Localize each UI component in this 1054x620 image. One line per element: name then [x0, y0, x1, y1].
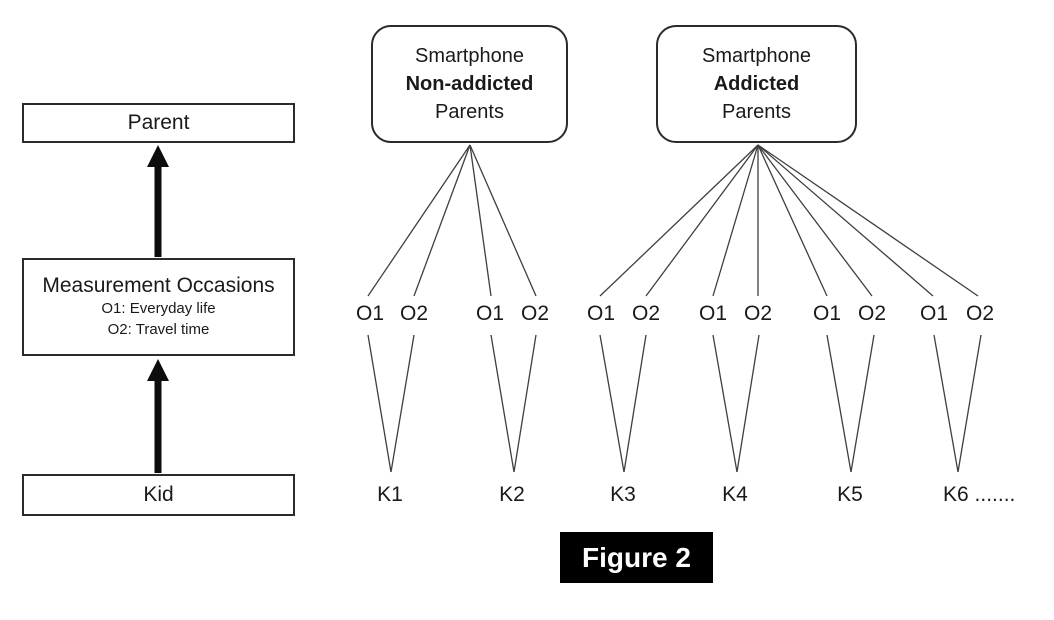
- occasion-label: O1: [698, 302, 728, 325]
- measurement-occasions-box: Measurement Occasions O1: Everyday life …: [22, 258, 295, 356]
- nonaddicted-parents-box: Smartphone Non-addicted Parents: [371, 25, 568, 143]
- addicted-parents-box: Smartphone Addicted Parents: [656, 25, 857, 143]
- kid-label: K3: [610, 483, 636, 506]
- group-line-emphasis: Addicted: [713, 73, 800, 95]
- kid-v-lines: [367, 334, 982, 473]
- occasion-label: O1: [919, 302, 949, 325]
- group-line-emphasis: Non-addicted: [405, 73, 534, 95]
- occasion-label: O2: [399, 302, 429, 325]
- nonaddicted-fan-lines: [367, 144, 537, 297]
- occasion-label: O2: [965, 302, 995, 325]
- occasion-label: O1: [475, 302, 505, 325]
- figure-caption-tag: Figure 2: [560, 532, 713, 583]
- kid-label: K1: [377, 483, 403, 506]
- measurement-occasions-title: Measurement Occasions: [42, 274, 275, 297]
- group-line: Parents: [435, 101, 504, 123]
- parent-box: Parent: [22, 103, 295, 143]
- kid-label: K2: [499, 483, 525, 506]
- occasion-label: O1: [812, 302, 842, 325]
- group-line: Smartphone: [415, 45, 524, 67]
- addicted-fan-lines: [599, 144, 979, 297]
- occasion-label: O2: [631, 302, 661, 325]
- group-line: Parents: [722, 101, 791, 123]
- occasion-label: O1: [586, 302, 616, 325]
- occasion-2-description: O2: Travel time: [107, 321, 210, 338]
- occasion-label: O2: [743, 302, 773, 325]
- kid-label: K4: [722, 483, 748, 506]
- occasion-1-description: O1: Everyday life: [101, 300, 216, 317]
- kid-label: K5: [837, 483, 863, 506]
- flow-arrows: [147, 145, 169, 473]
- figure-caption-label: Figure 2: [582, 541, 691, 573]
- occasion-label: O2: [857, 302, 887, 325]
- kid-box-label: Kid: [143, 483, 174, 506]
- occasion-label: O2: [520, 302, 550, 325]
- occasion-label: O1: [355, 302, 385, 325]
- kid-label: K6 .......: [943, 483, 1016, 506]
- group-line: Smartphone: [702, 45, 811, 67]
- parent-box-label: Parent: [127, 111, 190, 134]
- kid-box: Kid: [22, 474, 295, 516]
